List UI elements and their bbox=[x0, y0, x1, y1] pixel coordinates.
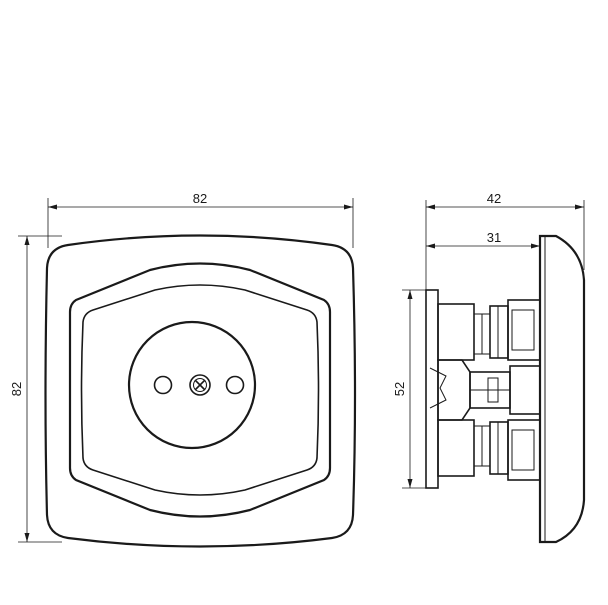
dim-front-width-label: 82 bbox=[193, 191, 207, 206]
dim-side-total-depth: 42 bbox=[425, 191, 585, 290]
side-view bbox=[425, 234, 586, 544]
front-view bbox=[44, 234, 357, 548]
front-cover-outer bbox=[68, 262, 332, 518]
dim-front-width: 82 bbox=[47, 191, 354, 248]
side-mechanism bbox=[425, 289, 541, 489]
front-outer-frame bbox=[44, 234, 357, 548]
pin-hole-right bbox=[225, 375, 245, 395]
pin-hole-left bbox=[153, 375, 173, 395]
dim-side-body-height-label: 52 bbox=[392, 382, 407, 396]
dim-side-body-depth-label: 31 bbox=[487, 230, 501, 245]
side-cover-plate bbox=[538, 234, 586, 544]
front-cover-inner bbox=[80, 284, 320, 496]
socket-recess bbox=[127, 320, 257, 450]
dim-side-body-height: 52 bbox=[392, 289, 426, 489]
dim-front-height-label: 82 bbox=[9, 382, 24, 396]
dim-side-total-depth-label: 42 bbox=[487, 191, 501, 206]
dim-front-height: 82 bbox=[9, 235, 62, 543]
dim-side-body-depth: 31 bbox=[426, 230, 540, 249]
center-screw bbox=[189, 374, 211, 396]
